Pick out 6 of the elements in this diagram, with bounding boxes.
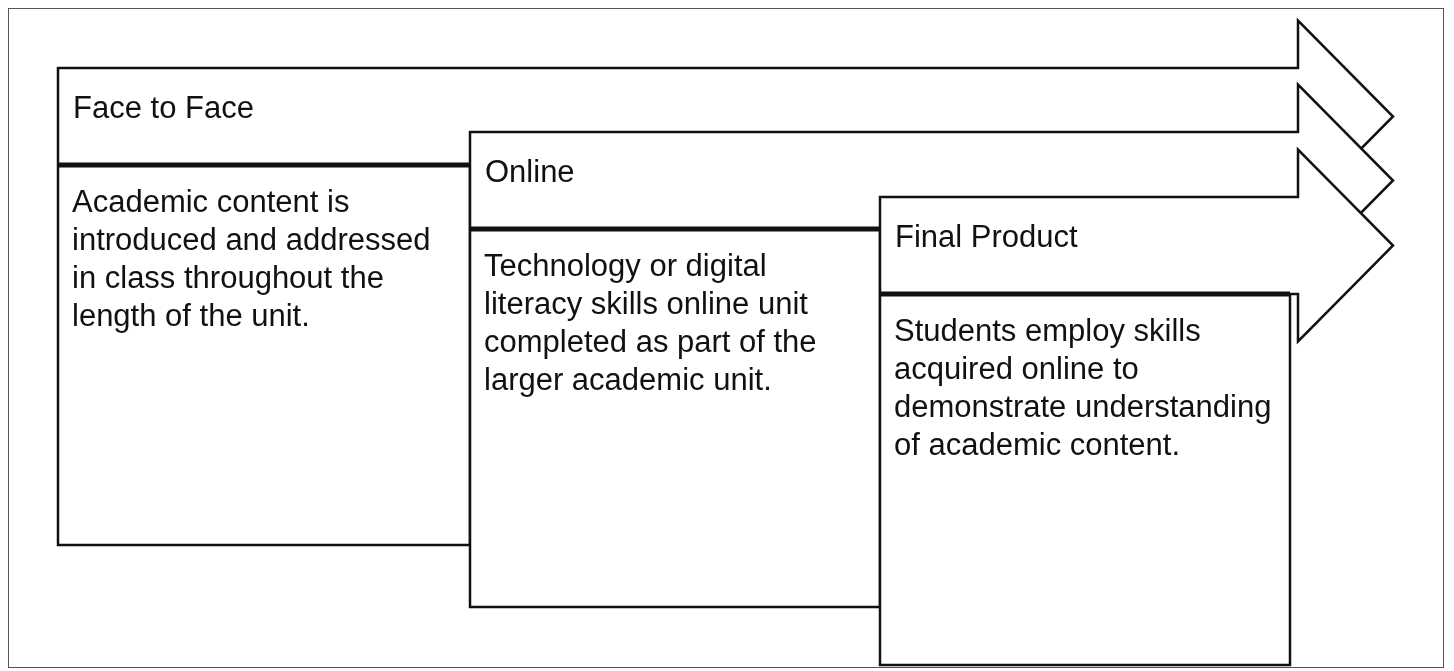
body-text: Technology or digital literacy skills online unit completed as part of the larger academic unit. (484, 247, 818, 399)
heading-text: Face to Face (73, 90, 254, 126)
body-text: Academic content is introduced and addressed in class throughout the length of the unit. (72, 183, 432, 335)
heading-text: Online (485, 154, 575, 190)
body-text: Students employ skills acquired online to demonstrate understanding of academic content. (894, 312, 1273, 464)
heading-text: Final Product (895, 219, 1078, 255)
